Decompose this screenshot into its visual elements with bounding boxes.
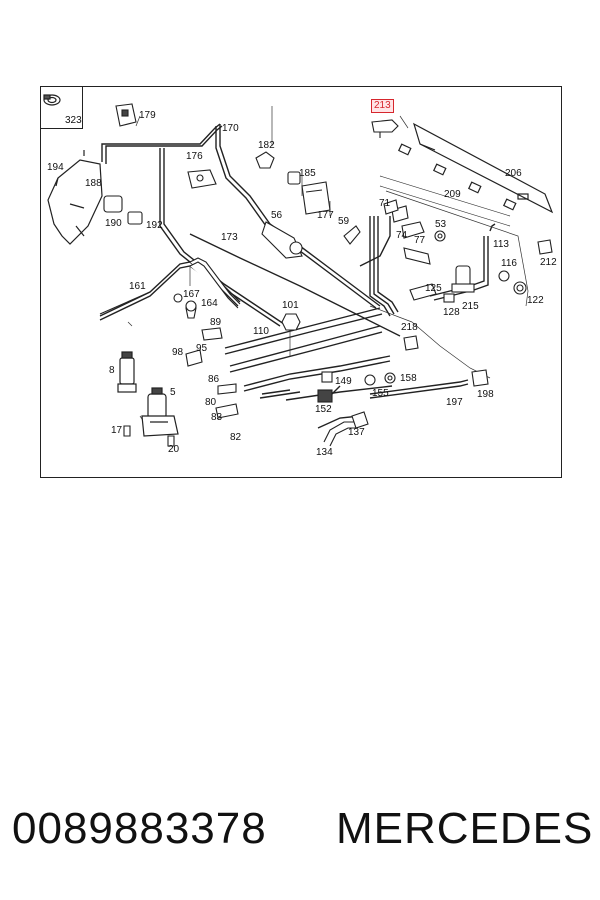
callout-164: 164 (201, 298, 218, 309)
diagram-drawing (40, 86, 562, 478)
callout-192: 192 (146, 220, 163, 231)
callout-116: 116 (501, 258, 517, 269)
callout-122: 122 (527, 295, 544, 306)
callout-53: 53 (435, 219, 447, 230)
callout-95: 95 (196, 343, 208, 354)
diagram-border (40, 86, 562, 478)
product-caption: 0089883378 MERCEDES (0, 800, 600, 864)
parts-diagram: 323 179 170 213 194 188 176 182 185 206 … (40, 86, 562, 478)
pump-assembly (117, 351, 179, 437)
callout-8: 8 (109, 365, 115, 376)
callout-170: 170 (222, 123, 239, 134)
callout-179: 179 (139, 110, 156, 121)
callout-77: 77 (414, 235, 426, 246)
callout-173: 173 (221, 232, 238, 243)
callout-110: 110 (253, 326, 269, 337)
callout-101: 101 (282, 300, 299, 311)
hinge-strip (397, 122, 554, 214)
callout-212: 212 (540, 257, 557, 268)
callout-197: 197 (446, 397, 463, 408)
callout-209: 209 (444, 189, 461, 200)
callout-20: 20 (168, 444, 180, 455)
callout-71: 71 (379, 198, 391, 209)
callout-161: 161 (129, 281, 146, 292)
small-parts (99, 103, 553, 447)
callout-176: 176 (186, 151, 203, 162)
part-number: 0089883378 (12, 804, 267, 853)
callout-137: 137 (348, 427, 365, 438)
hose-lines (99, 123, 496, 429)
callout-17: 17 (111, 425, 123, 436)
callout-182: 182 (258, 140, 275, 151)
callout-198: 198 (477, 389, 494, 400)
callout-98: 98 (172, 347, 184, 358)
callout-149: 149 (335, 376, 352, 387)
callout-215: 215 (462, 301, 479, 312)
callout-56: 56 (271, 210, 283, 221)
callout-5: 5 (170, 387, 176, 398)
callout-177: 177 (317, 210, 334, 221)
brand-name: MERCEDES (336, 804, 594, 853)
callout-206: 206 (505, 168, 522, 179)
callout-185: 185 (299, 168, 316, 179)
callout-218: 218 (401, 322, 418, 333)
callout-158: 158 (400, 373, 417, 384)
callout-113: 113 (493, 239, 509, 250)
callout-82: 82 (230, 432, 242, 443)
inset-clamp (43, 94, 61, 106)
callout-125: 125 (425, 283, 442, 294)
callout-86: 86 (208, 374, 220, 385)
callout-152: 152 (315, 404, 332, 415)
callout-190: 190 (105, 218, 122, 229)
reservoir (47, 150, 103, 245)
callout-83: 83 (211, 412, 223, 423)
callout-155: 155 (372, 388, 389, 399)
callout-134: 134 (316, 447, 333, 458)
callout-59: 59 (338, 216, 350, 227)
callout-323: 323 (65, 115, 82, 126)
inset-box (40, 86, 83, 129)
callout-188: 188 (85, 178, 102, 189)
callout-213-highlighted[interactable]: 213 (371, 99, 394, 113)
callout-89: 89 (210, 317, 222, 328)
callout-74: 74 (396, 230, 408, 241)
callout-80: 80 (205, 397, 217, 408)
callout-167: 167 (183, 289, 200, 300)
callout-128: 128 (443, 307, 460, 318)
callout-194: 194 (47, 162, 64, 173)
